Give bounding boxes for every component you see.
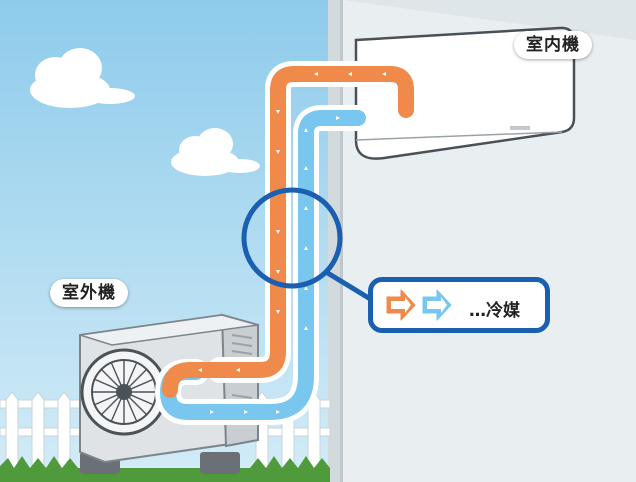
outdoor-unit-label: 室外機 [50, 279, 128, 307]
indoor-unit [354, 26, 576, 160]
pipe-hot [207, 61, 419, 383]
grass [0, 456, 330, 482]
refrigerant-legend: …冷媒 [368, 277, 550, 333]
legend-arrows [386, 289, 452, 321]
legend-text: …冷媒 [469, 301, 520, 321]
indoor-unit-label: 室内機 [514, 31, 592, 59]
cloud-icon [30, 48, 135, 108]
highlight-ring [241, 187, 343, 289]
cloud-icon [171, 128, 260, 176]
